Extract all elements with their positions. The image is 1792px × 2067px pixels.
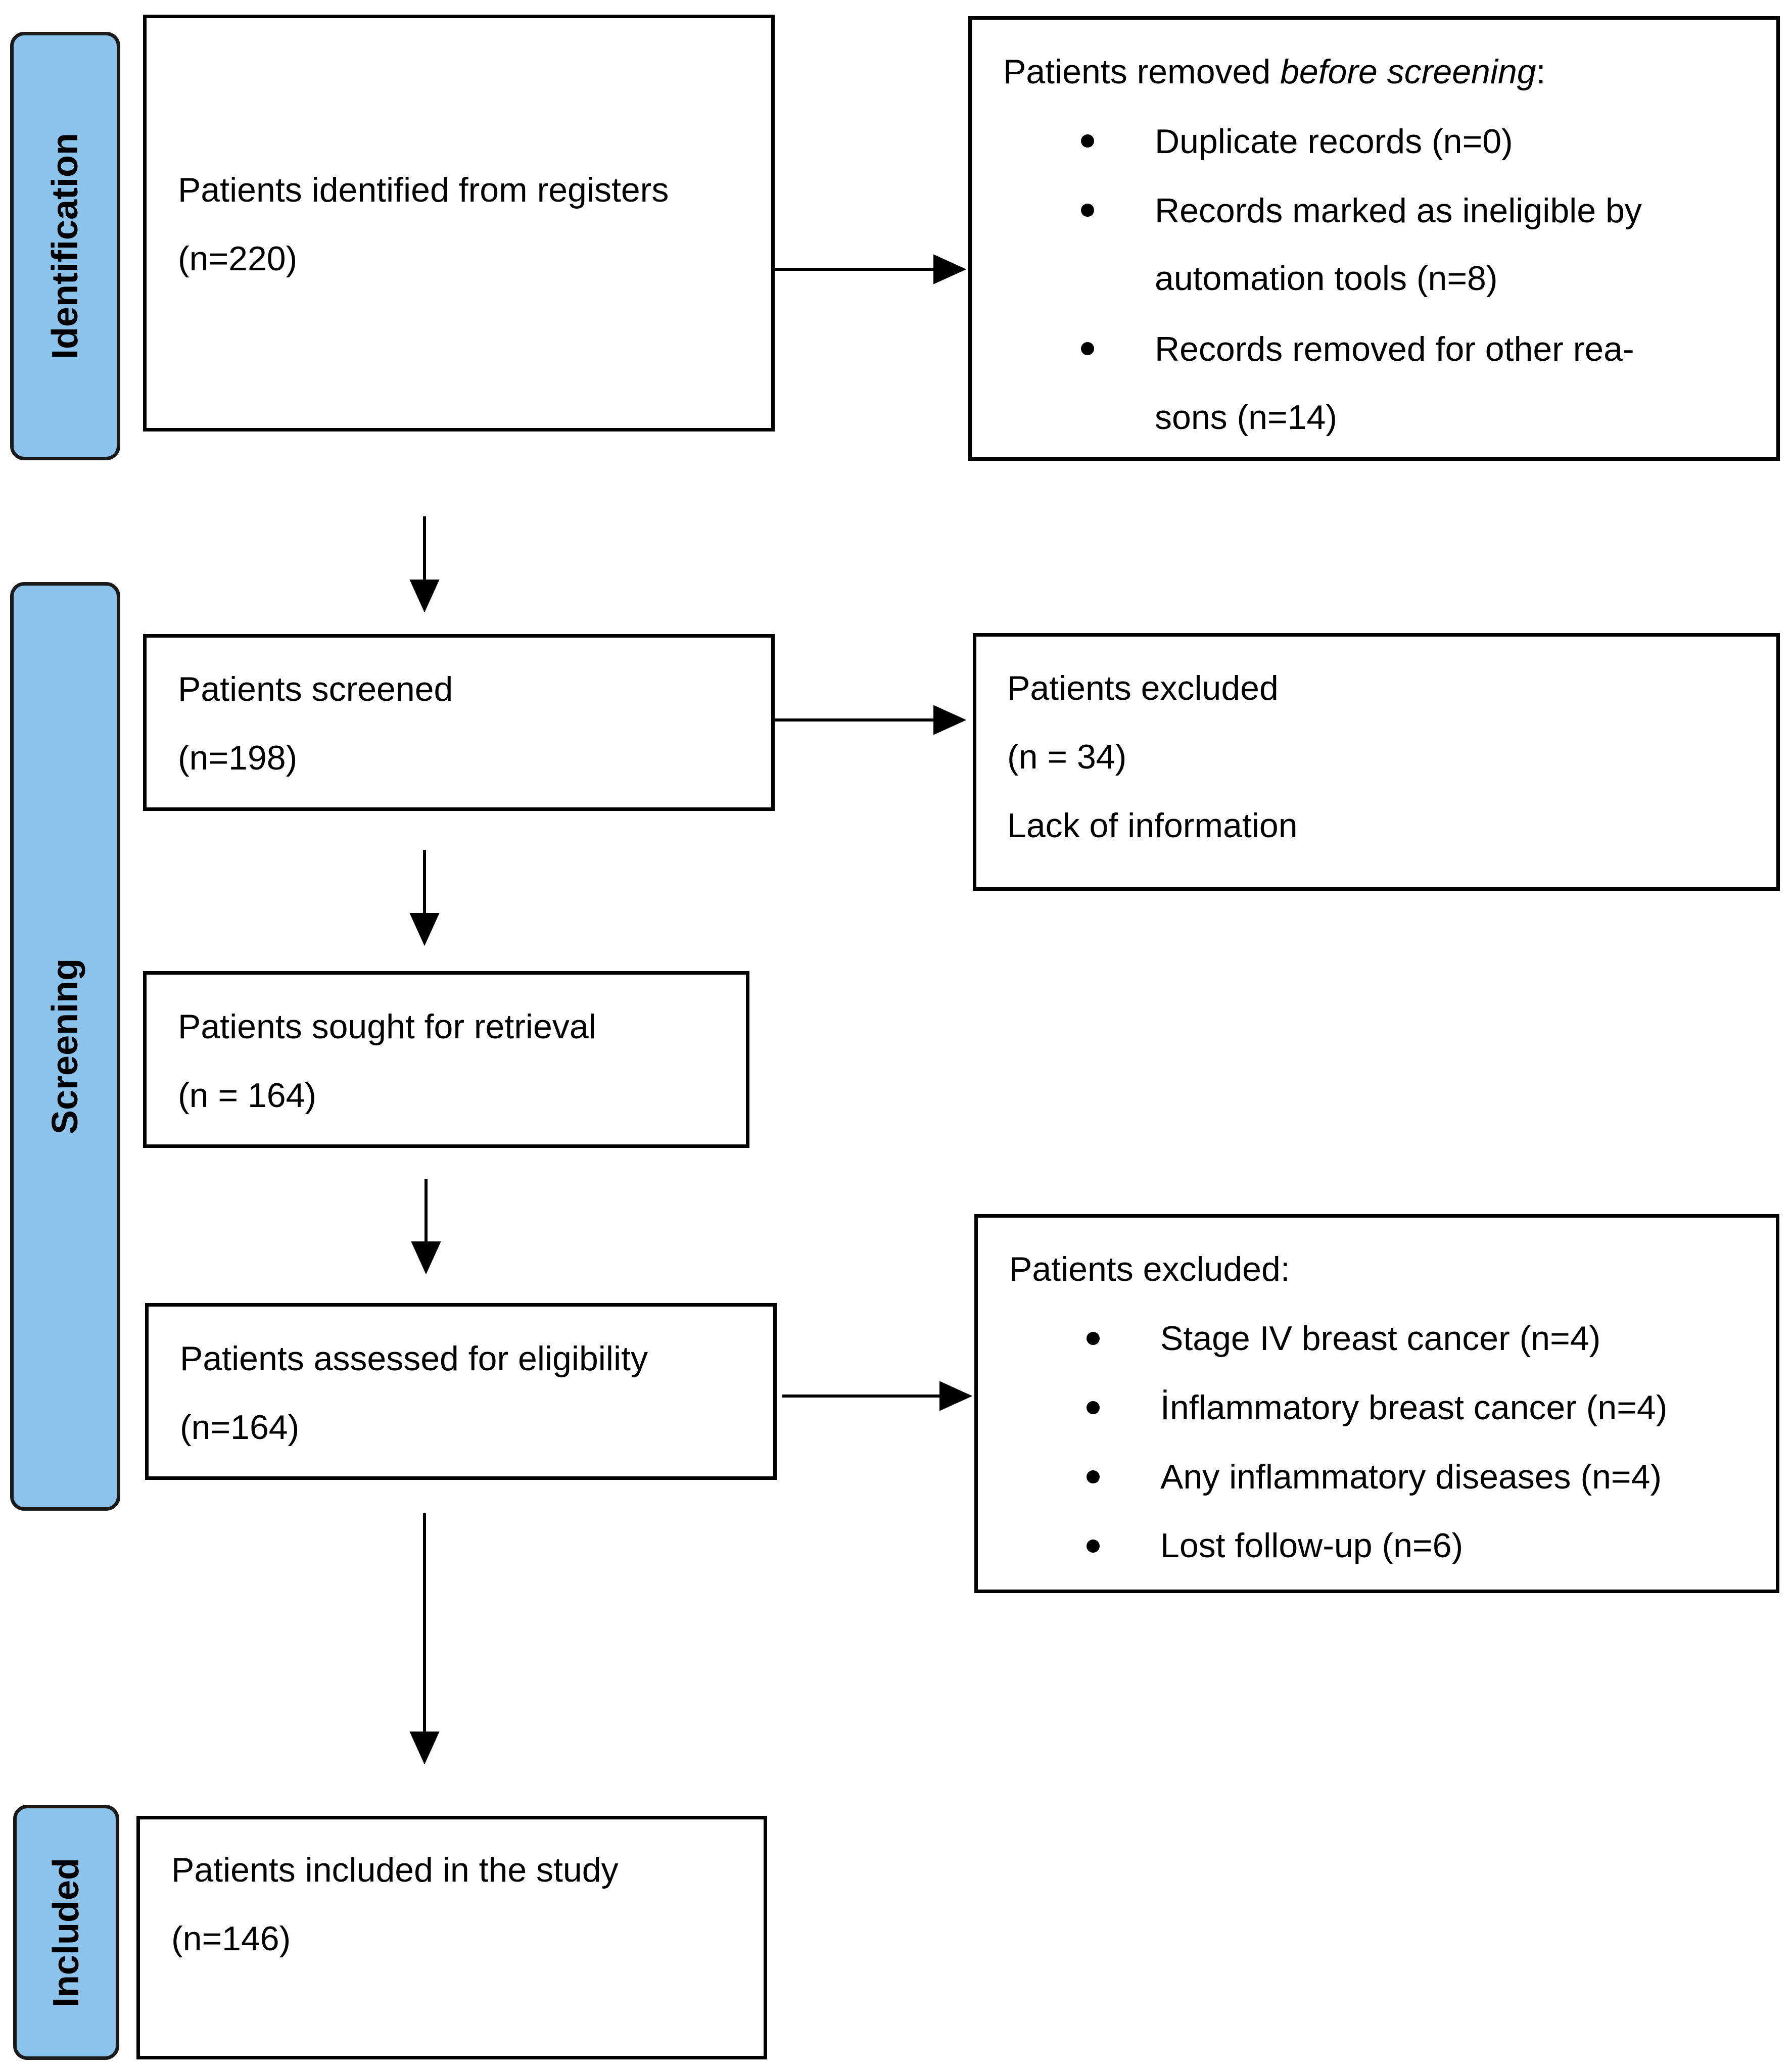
excluded-info-title: Patients excluded [1007, 669, 1279, 707]
removed-item-3-line1: Records removed for other rea- [1155, 330, 1634, 368]
arrowhead-screened-to-sought [409, 913, 440, 946]
identified-box [143, 15, 775, 431]
sought-title: Patients sought for retrieval [178, 1007, 596, 1046]
excluded-info-box [973, 633, 1780, 891]
sought-count: (n = 164) [178, 1076, 317, 1115]
stage-included: Included [13, 1805, 119, 2060]
arrowhead-identified-to-removed [933, 254, 967, 284]
excluded-clinical-box [974, 1214, 1779, 1593]
arrowhead-screened-to-excluded [933, 705, 967, 735]
excluded-clinical-title: Patients excluded: [1009, 1250, 1290, 1288]
assessed-count: (n=164) [180, 1408, 300, 1447]
assessed-box [145, 1303, 777, 1480]
screened-count: (n=198) [178, 739, 298, 777]
stage-identification: Identification [10, 32, 120, 460]
removed-bullet-2 [1081, 204, 1094, 217]
excluded-item-4: Lost follow-up (n=6) [1160, 1526, 1464, 1565]
included-count: (n=146) [171, 1919, 291, 1958]
identified-text-line1: Patients identified from registers [178, 171, 669, 209]
identified-count: (n=220) [178, 239, 298, 278]
arrowhead-assessed-to-excluded [939, 1381, 973, 1411]
arrowhead-sought-to-assessed [411, 1241, 441, 1275]
excluded-bullet-4 [1087, 1540, 1100, 1553]
excluded-info-reason: Lack of information [1007, 806, 1298, 845]
removed-bullet-3 [1081, 342, 1094, 355]
removed-item-1: Duplicate records (n=0) [1155, 122, 1513, 161]
removed-title: Patients removed before screening: [1003, 53, 1546, 91]
excluded-bullet-1 [1087, 1332, 1100, 1345]
sought-box [143, 971, 749, 1148]
removed-bullet-1 [1081, 134, 1094, 148]
removed-box [968, 16, 1780, 461]
assessed-title: Patients assessed for eligibility [180, 1339, 648, 1378]
excluded-item-3: Any inflammatory diseases (n=4) [1160, 1458, 1662, 1496]
removed-item-3-line2: sons (n=14) [1155, 398, 1337, 437]
removed-item-2-line1: Records marked as ineligible by [1155, 191, 1642, 230]
stage-screening: Screening [10, 582, 120, 1511]
excluded-bullet-2 [1087, 1401, 1100, 1414]
excluded-item-1: Stage IV breast cancer (n=4) [1160, 1319, 1601, 1358]
screened-title: Patients screened [178, 670, 453, 708]
removed-item-2-line2: automation tools (n=8) [1155, 259, 1498, 298]
excluded-bullet-3 [1087, 1470, 1100, 1483]
arrowhead-identified-to-screened [409, 580, 440, 613]
excluded-info-count: (n = 34) [1007, 738, 1127, 776]
excluded-item-2: İnflammatory breast cancer (n=4) [1160, 1388, 1668, 1427]
included-title: Patients included in the study [171, 1851, 619, 1889]
arrowhead-assessed-to-included [409, 1732, 440, 1765]
included-box [136, 1816, 767, 2059]
screened-box [143, 634, 775, 811]
